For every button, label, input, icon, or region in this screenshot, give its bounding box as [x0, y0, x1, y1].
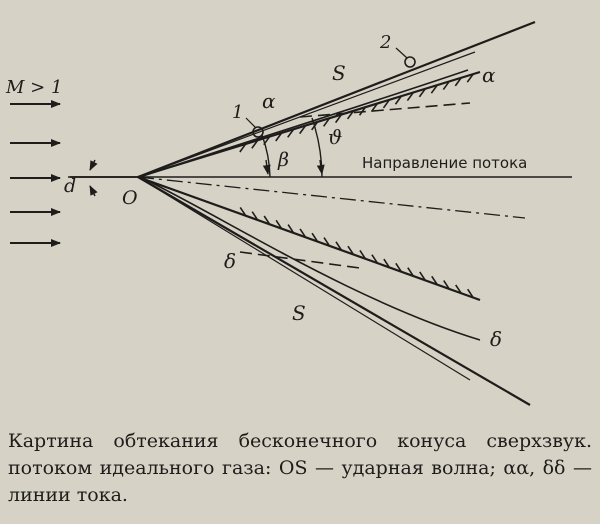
d-arrow-bottom — [89, 185, 98, 197]
hatch-tick — [406, 92, 414, 102]
alpha-top-label: α — [262, 89, 276, 113]
flow-direction-label: Направление потока — [362, 154, 527, 172]
point-2-leader — [395, 47, 408, 59]
hatch-tick — [299, 125, 307, 135]
point-1-label: 1 — [232, 102, 243, 123]
hatch-tick — [239, 143, 247, 153]
point-1-marker — [252, 126, 264, 138]
hatch-tick — [466, 288, 474, 298]
hatch-tick — [323, 237, 331, 247]
hatch-tick — [287, 224, 295, 234]
hatch-tick — [382, 99, 391, 109]
hatch-tick — [311, 232, 319, 243]
hatch-tick — [395, 262, 403, 273]
hatch-tick — [251, 211, 259, 221]
point-2-marker — [404, 56, 416, 68]
incoming-flow-arrows — [10, 100, 61, 247]
origin-label: O — [122, 187, 138, 209]
shock-wave-lower — [137, 176, 531, 406]
ray-upper-thin — [137, 51, 476, 178]
shock-top-label: S — [332, 61, 346, 85]
hatch-tick — [334, 114, 343, 124]
streamline-delta-dashed — [239, 251, 361, 269]
point-2-label: 2 — [379, 32, 391, 53]
shock-bottom-label: S — [292, 301, 306, 325]
cone-flow-diagram: M > 1 d O 1 2 S α α β ϑ Направление пото… — [5, 20, 572, 406]
dash-dot-line — [137, 176, 526, 219]
beta-label: β — [277, 149, 289, 171]
hatch-tick — [322, 117, 331, 127]
d-arrow-top — [89, 159, 98, 171]
hatch-tick — [419, 271, 426, 281]
hatch-tick — [454, 77, 462, 87]
hatch-tick — [347, 245, 355, 255]
hatch-tick — [299, 228, 307, 238]
alpha-right-label: α — [482, 63, 496, 87]
streamline-delta — [70, 176, 481, 341]
cone-surface-lower — [137, 175, 481, 302]
hatch-tick — [239, 206, 247, 217]
hatch-tick — [263, 215, 271, 225]
hatch-tick — [455, 284, 462, 294]
theta-label: ϑ — [328, 125, 342, 149]
hatch-tick — [287, 128, 295, 138]
hatch-tick — [430, 84, 438, 94]
delta-right-label: δ — [490, 327, 502, 351]
figure-caption: Картина обтекания бесконечного конуса св… — [8, 430, 592, 506]
hatch-tick — [251, 139, 259, 149]
mach-label: M > 1 — [5, 77, 62, 98]
hatch-tick — [359, 250, 367, 260]
hatch-tick — [346, 110, 355, 120]
hatch-tick — [431, 275, 438, 286]
cone-hatching-lower — [239, 206, 474, 298]
hatch-tick — [394, 95, 402, 105]
beta-arrow — [262, 159, 271, 175]
shock-wave-upper — [137, 20, 536, 179]
hatch-tick — [383, 258, 391, 268]
hatch-tick — [275, 219, 283, 230]
d-label: d — [64, 175, 76, 197]
streamline-alpha — [70, 69, 469, 178]
streamline-alpha-dashed — [299, 102, 471, 118]
hatch-tick — [371, 254, 379, 264]
delta-left-label: δ — [224, 249, 236, 273]
hatch-tick — [275, 132, 283, 142]
hatch-tick — [418, 88, 426, 98]
hatch-tick — [407, 267, 414, 277]
ray-lower-thin — [137, 176, 471, 381]
point-1-leader — [245, 117, 257, 129]
hatch-tick — [443, 280, 450, 290]
hatch-tick — [466, 73, 474, 83]
beta-angle-arc — [261, 134, 271, 178]
theta-arrow — [316, 159, 325, 175]
hatch-tick — [442, 80, 450, 91]
hatch-tick — [335, 241, 343, 251]
